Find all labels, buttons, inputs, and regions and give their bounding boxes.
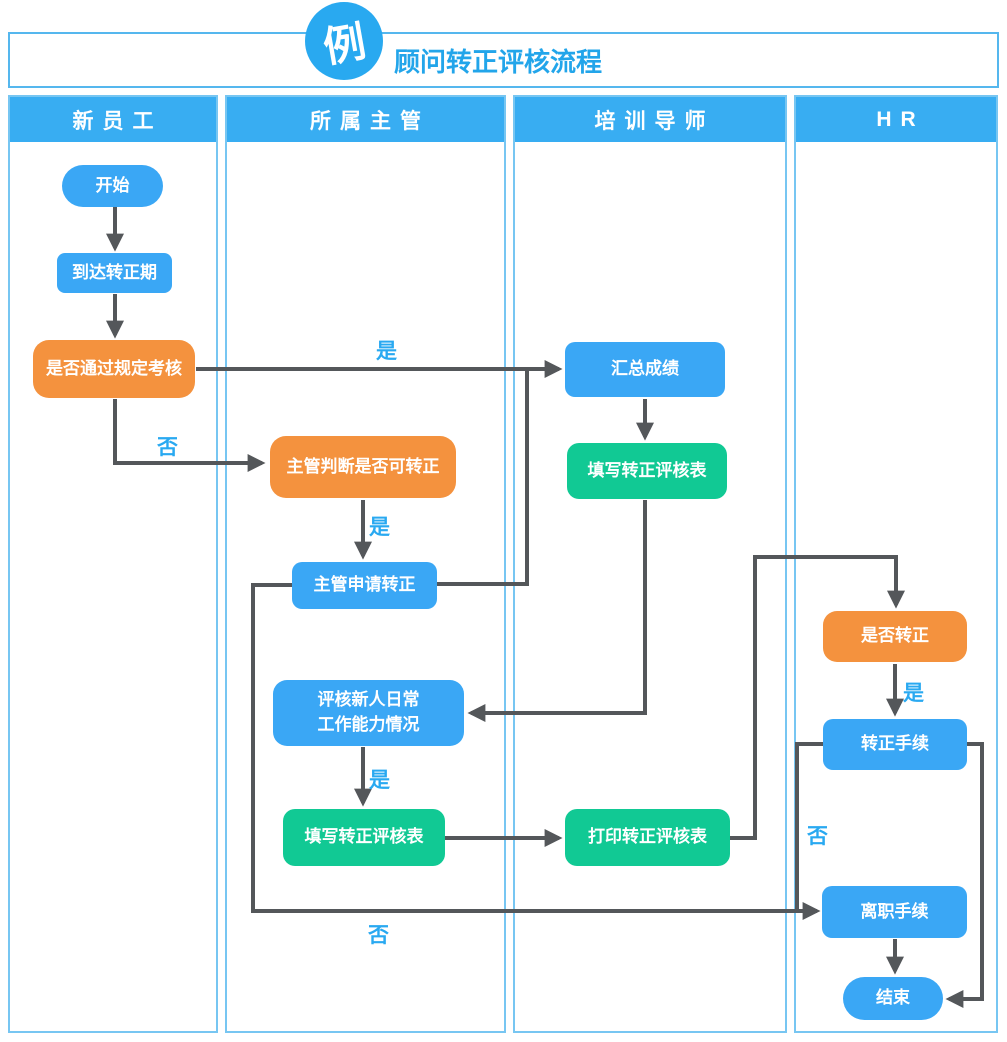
example-badge-text: 例	[319, 17, 370, 71]
edge-passexam-no-to-judge	[113, 399, 266, 472]
node-summarize: 汇总成绩	[565, 342, 725, 397]
lane-header-new-employee: 新员工	[10, 97, 216, 142]
edge-fillform-to-evaluate	[467, 500, 647, 722]
node-start: 开始	[62, 165, 163, 207]
node-is-regular: 是否转正	[823, 611, 967, 662]
lane-mentor: 培训导师	[513, 95, 787, 1033]
node-fill-form-supervisor: 填写转正评核表	[283, 809, 445, 866]
example-badge: 例	[305, 2, 383, 80]
edge-apply-no-to-resignproc	[251, 583, 821, 920]
page-title: 顾问转正评核流程	[394, 47, 603, 77]
node-print-form: 打印转正评核表	[565, 809, 730, 866]
edge-label-apply-no: 否	[368, 924, 389, 947]
node-resign-procedure: 离职手续	[822, 886, 967, 938]
title-box	[8, 32, 999, 88]
lane-header-mentor: 培训导师	[515, 97, 785, 142]
node-supervisor-judge: 主管判断是否可转正	[270, 436, 456, 498]
edge-label-pass-no: 否	[157, 436, 178, 459]
edge-regularproc-to-end	[945, 742, 984, 1008]
edge-label-judge-yes: 是	[369, 516, 390, 539]
lane-header-supervisor: 所属主管	[227, 97, 504, 142]
edge-regularproc-no-join	[795, 742, 823, 909]
edge-label-pass-yes: 是	[376, 340, 397, 363]
edge-apply-join-yes-line	[437, 369, 529, 586]
node-evaluate-daily: 评核新人日常 工作能力情况	[273, 680, 464, 746]
node-supervisor-apply: 主管申请转正	[292, 562, 437, 609]
edge-label-eval-yes: 是	[369, 769, 390, 792]
edge-label-regular-yes: 是	[903, 682, 924, 705]
edge-label-regular-no: 否	[807, 825, 828, 848]
node-reach-period: 到达转正期	[57, 253, 172, 293]
node-fill-form-mentor: 填写转正评核表	[567, 443, 727, 499]
node-end: 结束	[843, 977, 943, 1020]
lane-header-hr: HR	[796, 97, 996, 142]
node-pass-exam: 是否通过规定考核	[33, 340, 195, 398]
edge-printform-to-isregular	[730, 555, 905, 840]
node-regular-procedure: 转正手续	[823, 719, 967, 770]
